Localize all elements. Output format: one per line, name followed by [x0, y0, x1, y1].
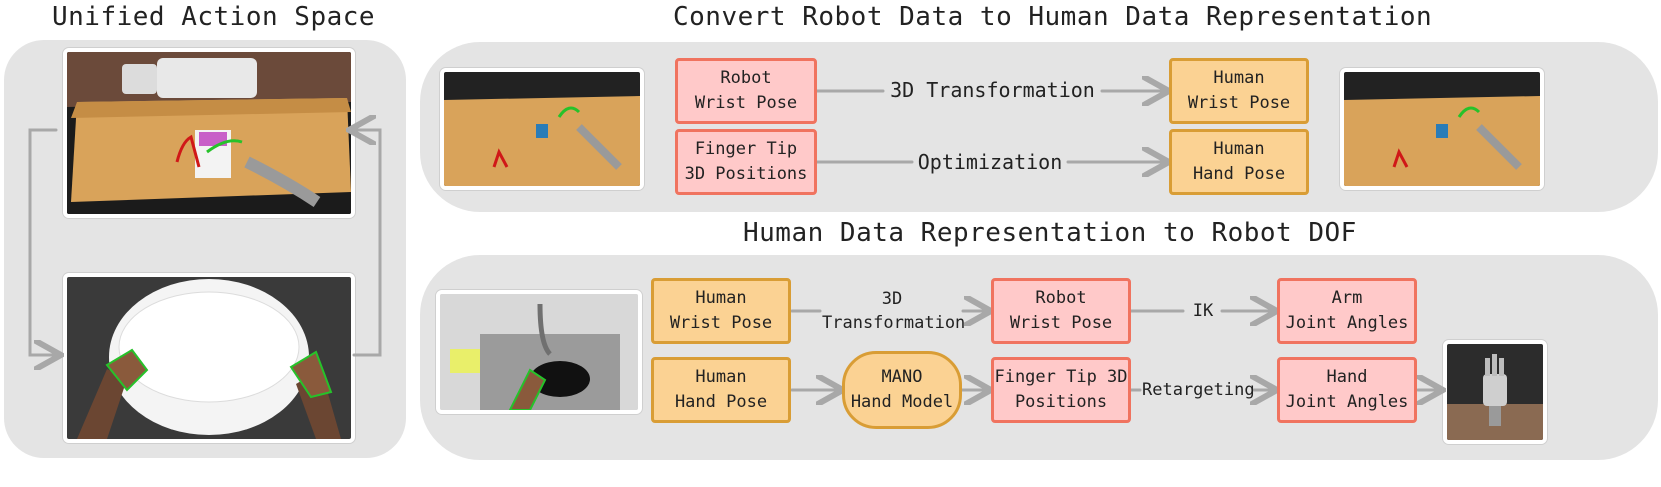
mano-hand-model-box: MANO Hand Model: [842, 351, 962, 429]
bottom-human-wrist-pose-box: Human Wrist Pose: [651, 278, 791, 344]
bottom-3d-transformation-label: 3D Transformation: [822, 289, 966, 333]
retargeting-label: Retargeting: [1142, 380, 1255, 400]
convert-robot-data-title: Convert Robot Data to Human Data Represe…: [673, 2, 1433, 32]
top-human-hand-pose-box: Human Hand Pose: [1169, 129, 1309, 195]
top-finger-tip-positions-box: Finger Tip 3D Positions: [675, 129, 817, 195]
sim-table-before-image: [440, 68, 644, 190]
right-loop-arrow: [352, 130, 382, 357]
left-loop-arrow: [28, 128, 58, 355]
top-3d-transformation-label: 3D Transformation: [890, 78, 1095, 102]
real-table-hands-image: [63, 273, 355, 443]
simulation-table-image: [63, 48, 355, 218]
top-human-wrist-pose-box: Human Wrist Pose: [1169, 58, 1309, 124]
top-optimization-label: Optimization: [917, 150, 1063, 174]
hand-joint-angles-box: Hand Joint Angles: [1277, 357, 1417, 423]
sink-hands-image: [436, 290, 642, 414]
sim-table-after-image: [1340, 68, 1544, 190]
ik-label: IK: [1192, 301, 1214, 321]
robot-hand-image: [1443, 340, 1547, 444]
bottom-robot-wrist-pose-box: Robot Wrist Pose: [991, 278, 1131, 344]
arm-joint-angles-box: Arm Joint Angles: [1277, 278, 1417, 344]
bottom-finger-tip-positions-box: Finger Tip 3D Positions: [991, 357, 1131, 423]
bottom-human-hand-pose-box: Human Hand Pose: [651, 357, 791, 423]
top-robot-wrist-pose-box: Robot Wrist Pose: [675, 58, 817, 124]
unified-action-space-title: Unified Action Space: [52, 2, 376, 32]
human-to-robot-dof-title: Human Data Representation to Robot DOF: [743, 218, 1357, 248]
